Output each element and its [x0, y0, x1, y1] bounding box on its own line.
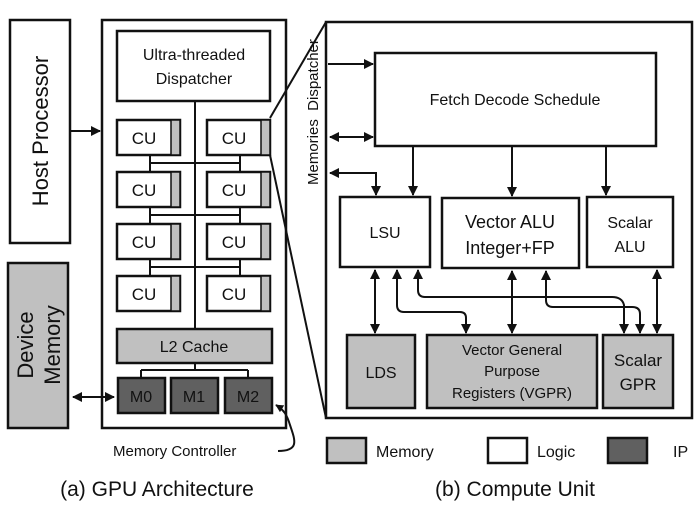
- register-arrows: [370, 269, 662, 334]
- legend: Memory Logic IP: [325, 436, 688, 465]
- cu-local-memory-strip: [260, 119, 271, 156]
- cu-label: CU: [222, 129, 247, 148]
- legend-ip-label: IP: [673, 444, 688, 461]
- cu-interconnect: [140, 101, 249, 378]
- legend-logic-swatch: [486, 436, 529, 465]
- scalar-alu-label-2: ALU: [614, 239, 645, 256]
- compute-unit-5: CU: [205, 222, 272, 261]
- vector-alu-label-2: Integer+FP: [465, 238, 555, 258]
- device-memory-block: Device Memory: [6, 261, 70, 430]
- memory-controller-m0: M0: [116, 376, 167, 415]
- scalar-alu-block: Scalar ALU: [585, 195, 675, 269]
- memory-controller-pointer: [275, 404, 296, 452]
- memory-controller-m1: M1: [169, 376, 220, 415]
- device-memory-label-2: Memory: [40, 305, 65, 384]
- cu-label: CU: [222, 181, 247, 200]
- cu-label: CU: [132, 233, 157, 252]
- l2-cache-block: L2 Cache: [115, 327, 274, 365]
- m0-label: M0: [130, 389, 152, 406]
- sgpr-label-2: GPR: [620, 375, 657, 394]
- memory-controller-m2: M2: [223, 376, 274, 415]
- host-processor-block: Host Processor: [8, 18, 72, 245]
- compute-unit-6: CU: [115, 274, 182, 313]
- dispatcher-block: Ultra-threaded Dispatcher: [115, 29, 272, 103]
- legend-memory-label: Memory: [376, 444, 434, 461]
- memory-controller-label: Memory Controller: [113, 443, 236, 460]
- compute-unit-1: CU: [205, 118, 272, 157]
- lds-label: LDS: [365, 365, 396, 382]
- cu-grid: CU CU CU CU CU CU CU CU: [115, 118, 272, 313]
- cu-local-memory-strip: [170, 171, 181, 208]
- cu-local-memory-strip: [260, 223, 271, 260]
- scalar-alu-label-1: Scalar: [607, 215, 653, 232]
- zoom-line-bottom: [269, 154, 327, 419]
- compute-unit-3: CU: [205, 170, 272, 209]
- host-processor-label: Host Processor: [28, 56, 53, 206]
- gpu-outline: [100, 18, 288, 430]
- fetch-decode-schedule-block: Fetch Decode Schedule: [373, 51, 658, 148]
- dispatcher-label-2: Dispatcher: [156, 71, 233, 88]
- cu-label: CU: [222, 233, 247, 252]
- vgpr-label-1: Vector General: [462, 342, 562, 359]
- caption-compute-unit: (b) Compute Unit: [435, 478, 595, 501]
- legend-memory-swatch: [325, 436, 368, 465]
- m1-label: M1: [183, 389, 205, 406]
- cu-local-memory-strip: [260, 171, 271, 208]
- compute-unit-7: CU: [205, 274, 272, 313]
- vgpr-label-2: Purpose: [484, 363, 540, 380]
- memories-dispatcher-label: Memories Dispatcher: [305, 39, 322, 185]
- vector-alu-label-1: Vector ALU: [465, 212, 555, 232]
- legend-logic-label: Logic: [537, 444, 575, 461]
- cu-label: CU: [132, 181, 157, 200]
- cu-label: CU: [132, 129, 157, 148]
- zoom-line-top: [269, 21, 327, 119]
- device-memory-label-1: Device: [13, 311, 38, 378]
- cu-label: CU: [132, 285, 157, 304]
- m2-label: M2: [237, 389, 259, 406]
- l2-cache-label: L2 Cache: [160, 339, 229, 356]
- lsu-block: LSU: [338, 195, 432, 269]
- cu-local-memory-strip: [170, 275, 181, 312]
- lsu-label: LSU: [369, 225, 400, 242]
- cu-local-memory-strip: [260, 275, 271, 312]
- sgpr-label-1: Scalar: [614, 351, 663, 370]
- memories-lsu-arrow: [329, 168, 381, 196]
- dispatcher-label-1: Ultra-threaded: [143, 47, 245, 64]
- vgpr-block: Vector General Purpose Registers (VGPR): [425, 333, 599, 410]
- compute-unit-outline: [324, 20, 694, 420]
- cu-label: CU: [222, 285, 247, 304]
- vector-alu-block: Vector ALU Integer+FP: [440, 196, 581, 270]
- legend-ip-swatch: [606, 436, 649, 465]
- vgpr-label-3: Registers (VGPR): [452, 385, 572, 402]
- compute-unit-0: CU: [115, 118, 182, 157]
- scalar-gpr-block: Scalar GPR: [601, 333, 675, 410]
- compute-unit-4: CU: [115, 222, 182, 261]
- fetch-decode-schedule-label: Fetch Decode Schedule: [430, 92, 601, 109]
- cu-local-memory-strip: [170, 119, 181, 156]
- cu-local-memory-strip: [170, 223, 181, 260]
- compute-unit-2: CU: [115, 170, 182, 209]
- lds-block: LDS: [345, 333, 417, 410]
- caption-gpu-architecture: (a) GPU Architecture: [60, 478, 254, 501]
